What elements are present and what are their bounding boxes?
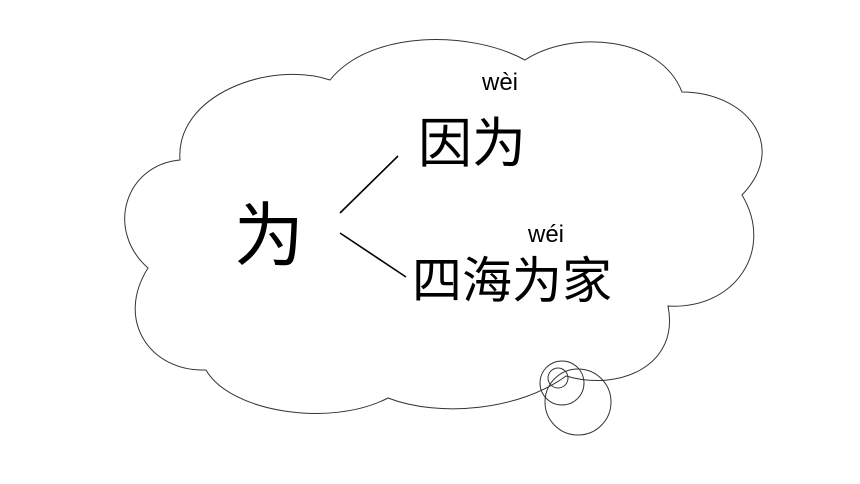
thought-bubble-medium (539, 360, 585, 406)
thought-bubble-large (544, 368, 612, 436)
branch-line-upper (339, 155, 399, 214)
branch-2-word: 四海为家 (412, 252, 612, 310)
thought-cloud (124, 39, 763, 414)
root-character: 为 (234, 195, 304, 277)
branch-1-pinyin: wèi (481, 69, 518, 96)
branch-2-pinyin: wéi (527, 221, 564, 248)
branch-line-lower (339, 232, 407, 278)
thought-bubble-small (547, 367, 569, 389)
branch-1-word: 因为 (418, 112, 526, 175)
